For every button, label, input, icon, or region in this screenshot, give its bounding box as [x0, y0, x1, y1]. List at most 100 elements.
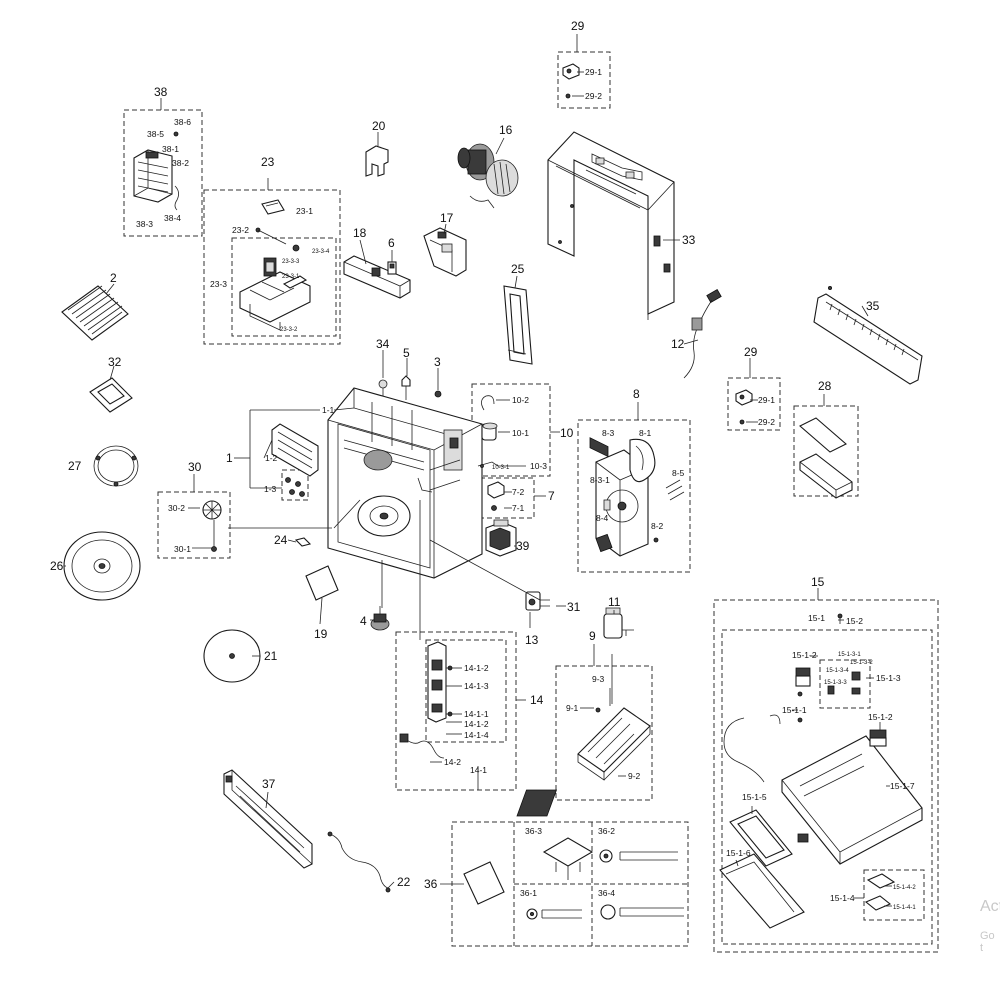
callout-6: 6 [388, 236, 395, 250]
callout-14-1-2-b: 14-1-2 [464, 719, 489, 729]
callout-8-1: 8-1 [639, 428, 652, 438]
part-26-turntable-tray [63, 531, 141, 601]
callout-38-6: 38-6 [174, 117, 191, 127]
callout-34: 34 [376, 337, 390, 351]
callout-26: 26 [50, 559, 64, 573]
part-27-roller-ring [93, 445, 139, 487]
callout-15-1-2-a: 15-1-2 [792, 650, 817, 660]
callout-7: 7 [548, 489, 555, 503]
part-22-wire-harness [327, 831, 391, 893]
callout-11: 11 [608, 595, 621, 609]
part-37 [223, 769, 313, 869]
callout-9-1: 9-1 [566, 703, 579, 713]
part-35 [813, 285, 923, 385]
part-8 [595, 438, 685, 557]
callout-29-top: 29 [571, 19, 585, 33]
callout-7-2: 7-2 [512, 487, 525, 497]
callout-38-3: 38-3 [136, 219, 153, 229]
callout-23-3-2: 23-3-2 [280, 327, 298, 333]
box-15-1 [721, 629, 933, 945]
callout-17: 17 [440, 211, 454, 225]
callout-15-1-5: 15-1-5 [742, 792, 767, 802]
callout-20: 20 [372, 119, 386, 133]
callout-15-1-6: 15-1-6 [726, 848, 751, 858]
callout-23: 23 [261, 155, 275, 169]
callout-1-1: 1-1 [322, 405, 335, 415]
callout-15-1: 15-1 [808, 613, 825, 623]
callout-30: 30 [188, 460, 202, 474]
callout-9: 9 [589, 629, 596, 643]
callout-23-3-1: 23-3-1 [282, 274, 300, 280]
callout-36: 36 [424, 877, 438, 891]
box-14-1 [425, 639, 507, 743]
callout-14-1-2-a: 14-1-2 [464, 663, 489, 673]
callout-10-3: 10-3 [530, 461, 547, 471]
box-15-1-3 [819, 659, 871, 709]
callout-labels: 29 29-1 29-2 38 38-6 38-5 38-1 38-2 38-3… [50, 19, 916, 911]
part-17 [423, 227, 467, 277]
part-19 [305, 565, 339, 601]
callout-10-3-1: 10-3-1 [492, 465, 510, 471]
box-29-mid [727, 377, 781, 431]
callout-32: 32 [108, 355, 122, 369]
callout-10-1: 10-1 [512, 428, 529, 438]
callout-10: 10 [560, 426, 574, 440]
callout-1-2: 1-2 [265, 453, 278, 463]
part-30 [202, 500, 222, 552]
callout-15-1-3-4: 15-1-3-4 [826, 668, 849, 674]
part-28 [799, 417, 853, 499]
part-33-cabinet [547, 131, 675, 458]
callout-18: 18 [353, 226, 367, 240]
part-16-blower-motor [457, 143, 519, 209]
callout-21: 21 [264, 649, 278, 663]
callout-36-1: 36-1 [520, 888, 537, 898]
part-29-top [562, 63, 580, 99]
callout-9-2: 9-2 [628, 771, 641, 781]
part-4-turntable-motor [370, 606, 390, 631]
callout-23-1: 23-1 [296, 206, 313, 216]
part-31 [525, 591, 550, 611]
callout-4: 4 [360, 614, 367, 628]
callout-38-2: 38-2 [172, 158, 189, 168]
callout-8: 8 [633, 387, 640, 401]
callout-15-1-2-b: 15-1-2 [868, 712, 893, 722]
callout-38-4: 38-4 [164, 213, 181, 223]
callout-15-1-1: 15-1-1 [782, 705, 807, 715]
part-29-mid [735, 389, 753, 425]
part-23 [239, 199, 311, 331]
part-25 [503, 285, 533, 365]
callout-38: 38 [154, 85, 168, 99]
callout-15-1-4-1: 15-1-4-1 [893, 905, 916, 911]
callout-35: 35 [866, 299, 880, 313]
callout-23-3-3: 23-3-3 [282, 259, 300, 265]
part-1-main-cavity [327, 387, 483, 579]
watermark-line1: Act [980, 898, 1000, 915]
box-23 [203, 189, 341, 345]
callout-15-1-3: 15-1-3 [876, 673, 901, 683]
box-14 [395, 631, 517, 791]
part-3 [434, 390, 442, 398]
callout-15-1-3-3: 15-1-3-3 [824, 680, 847, 686]
part-20 [365, 145, 389, 177]
part-5 [401, 375, 411, 400]
box-15-1-4 [863, 869, 925, 921]
callout-15-1-4-2: 15-1-4-2 [893, 885, 916, 891]
callout-29-2-mid: 29-2 [758, 417, 775, 427]
callout-7-1: 7-1 [512, 503, 525, 513]
callout-14-1: 14-1 [470, 765, 487, 775]
callout-15: 15 [811, 575, 825, 589]
callout-9-3: 9-3 [592, 674, 605, 684]
group-boxes [123, 51, 939, 953]
callout-15-1-4: 15-1-4 [830, 893, 855, 903]
part-6 [387, 261, 397, 275]
callout-23-3: 23-3 [210, 279, 227, 289]
callout-23-2: 23-2 [232, 225, 249, 235]
callout-3: 3 [434, 355, 441, 369]
part-7 [487, 481, 505, 511]
part-illustrations [61, 63, 923, 929]
callout-8-4: 8-4 [596, 513, 609, 523]
part-21 [203, 629, 261, 683]
part-2-grease-filter [61, 285, 129, 341]
part-1-2 [271, 423, 319, 477]
box-1-3 [281, 469, 309, 501]
